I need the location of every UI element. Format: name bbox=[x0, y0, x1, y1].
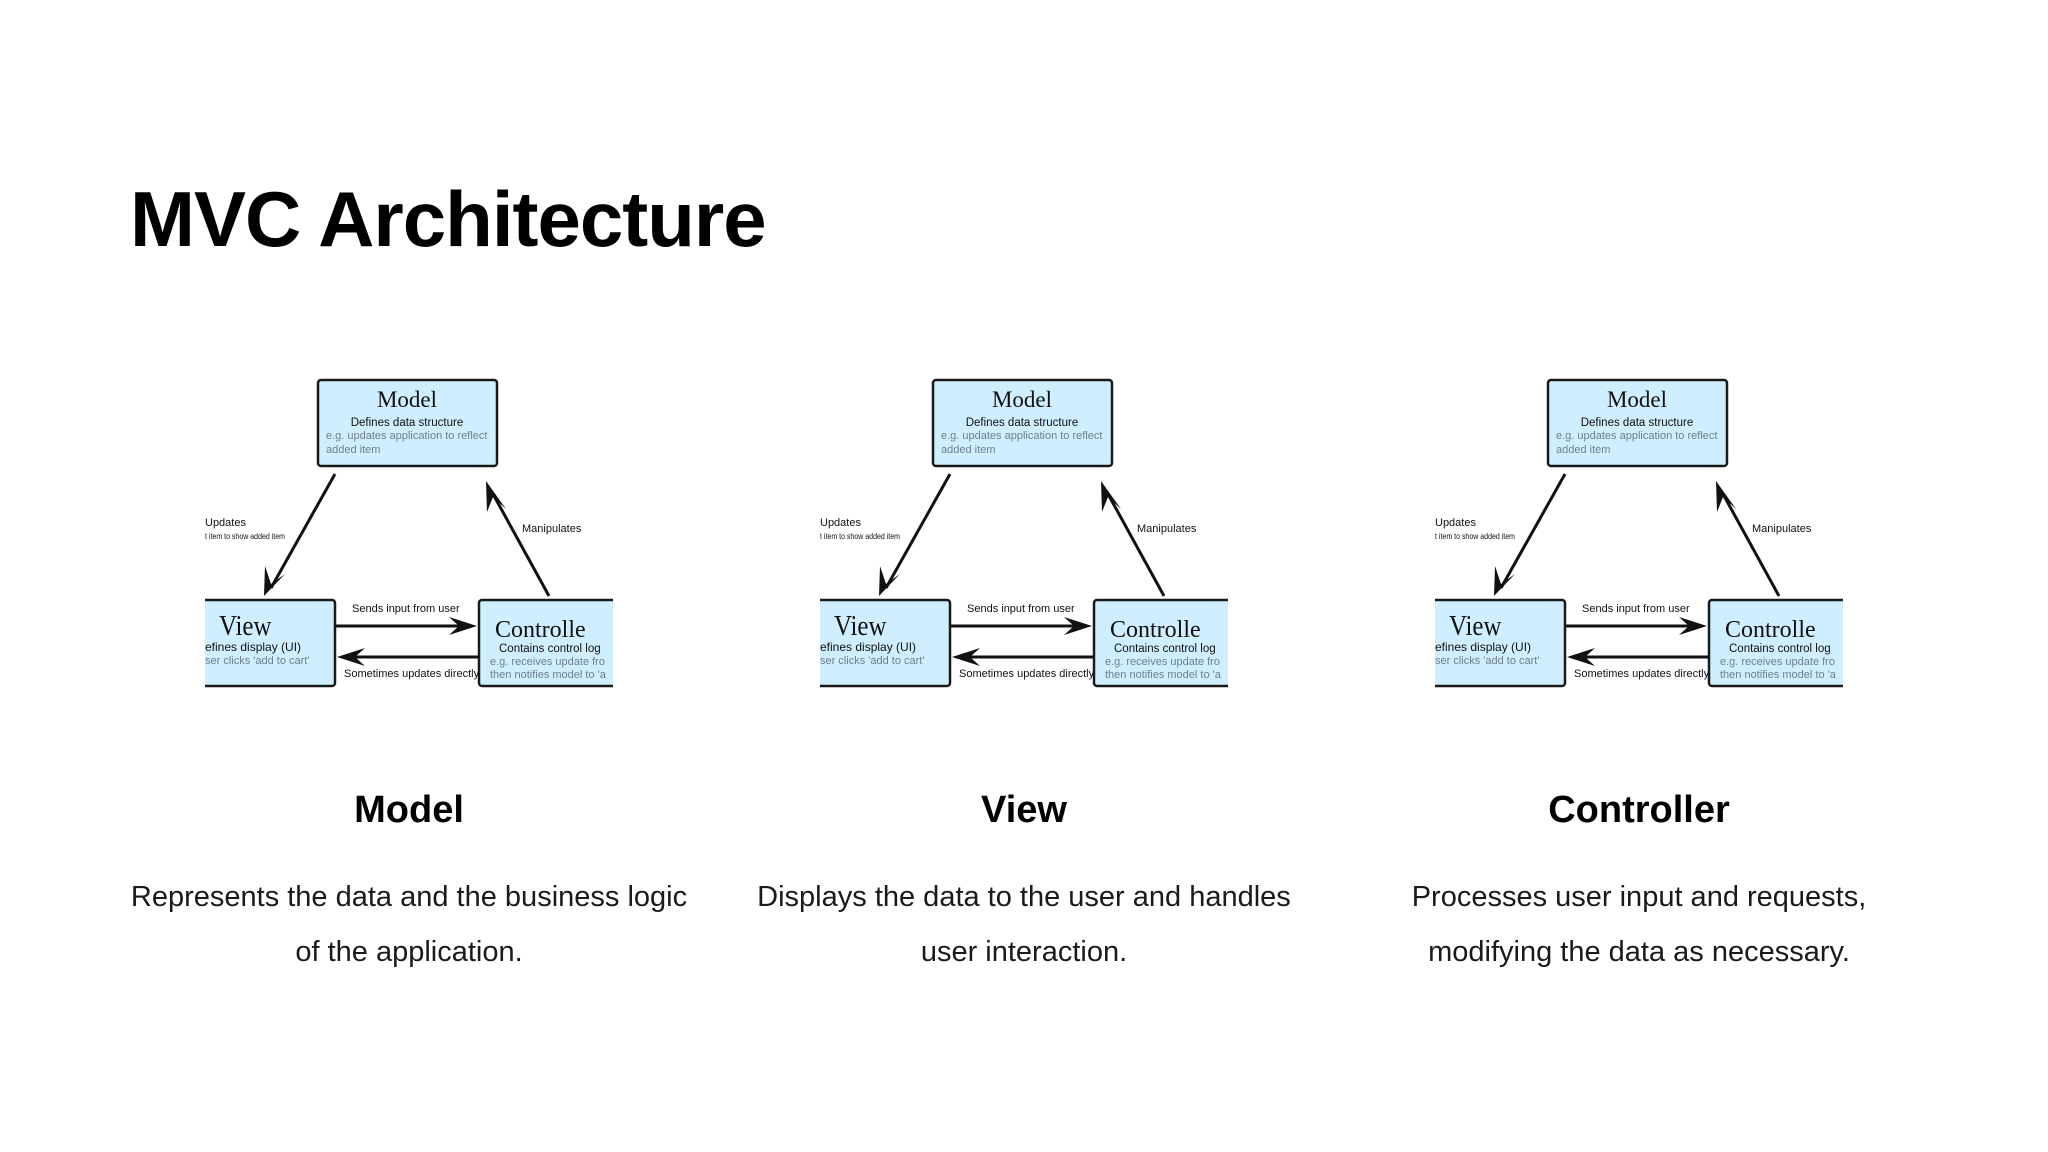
sends-input-arrow bbox=[335, 617, 477, 635]
updates-label: Updates bbox=[205, 517, 246, 529]
view-box: View efines display (UI) ser clicks 'add… bbox=[1435, 598, 1567, 688]
model-box-example-1: e.g. updates application to reflect bbox=[1556, 430, 1717, 442]
updates-arrow bbox=[264, 473, 337, 596]
controller-box: Controlle Contains control log e.g. rece… bbox=[477, 598, 613, 688]
diagram-image-model: Model Defines data structure e.g. update… bbox=[205, 370, 613, 690]
model-box: Model Defines data structure e.g. update… bbox=[316, 378, 499, 468]
model-box: Model Defines data structure e.g. update… bbox=[1546, 378, 1729, 468]
column-description-model: Represents the data and the business log… bbox=[130, 881, 688, 968]
controller-box-title: Controlle bbox=[1725, 617, 1816, 643]
model-box-title: Model bbox=[377, 387, 437, 412]
updates-sublabel: t item to show added item bbox=[820, 531, 900, 541]
controller-box: Controlle Contains control log e.g. rece… bbox=[1092, 598, 1228, 688]
sends-input-arrow bbox=[950, 617, 1092, 635]
model-box-example-1: e.g. updates application to reflect bbox=[326, 430, 487, 442]
view-box-subtitle: efines display (UI) bbox=[1435, 640, 1531, 654]
controller-box: Controlle Contains control log e.g. rece… bbox=[1707, 598, 1843, 688]
mvc-diagram: Model Defines data structure e.g. update… bbox=[820, 378, 1228, 688]
view-box-subtitle: efines display (UI) bbox=[205, 640, 301, 654]
sometimes-updates-label: Sometimes updates directly bbox=[959, 668, 1095, 680]
model-box-example-1: e.g. updates application to reflect bbox=[941, 430, 1102, 442]
model-box: Model Defines data structure e.g. update… bbox=[931, 378, 1114, 468]
view-box-title: View bbox=[834, 609, 887, 641]
view-box: View efines display (UI) ser clicks 'add… bbox=[820, 598, 952, 688]
model-box-example-2: added item bbox=[1556, 444, 1610, 456]
manipulates-label: Manipulates bbox=[1752, 523, 1812, 535]
controller-box-example-2: then notifies model to 'a bbox=[490, 669, 607, 681]
controller-box-subtitle: Contains control log bbox=[1114, 643, 1216, 655]
view-box: View efines display (UI) ser clicks 'add… bbox=[205, 598, 337, 688]
manipulates-label: Manipulates bbox=[1137, 523, 1197, 535]
manipulates-arrow bbox=[486, 481, 551, 597]
manipulates-arrow bbox=[1716, 481, 1781, 597]
model-box-example-2: added item bbox=[941, 444, 995, 456]
updates-arrow bbox=[1494, 473, 1567, 596]
column-heading-controller: Controller bbox=[1548, 789, 1730, 831]
sends-input-label: Sends input from user bbox=[967, 603, 1075, 615]
sometimes-updates-arrow bbox=[952, 648, 1094, 666]
view-box-example-1: ser clicks 'add to cart' bbox=[205, 655, 309, 667]
manipulates-label: Manipulates bbox=[522, 523, 582, 535]
updates-sublabel: t item to show added item bbox=[1435, 531, 1515, 541]
controller-box-example-1: e.g. receives update fro bbox=[1720, 656, 1835, 668]
view-box-example-1: ser clicks 'add to cart' bbox=[1435, 655, 1539, 667]
mvc-diagram: Model Defines data structure e.g. update… bbox=[1435, 378, 1843, 688]
column-heading-model: Model bbox=[354, 789, 464, 831]
column-heading-view: View bbox=[981, 789, 1067, 831]
updates-label: Updates bbox=[820, 517, 861, 529]
sometimes-updates-label: Sometimes updates directly bbox=[344, 668, 480, 680]
controller-box-example-1: e.g. receives update fro bbox=[1105, 656, 1220, 668]
controller-box-title: Controlle bbox=[495, 617, 586, 643]
sometimes-updates-arrow bbox=[337, 648, 479, 666]
controller-box-subtitle: Contains control log bbox=[499, 643, 601, 655]
controller-box-example-2: then notifies model to 'a bbox=[1105, 669, 1222, 681]
model-box-example-2: added item bbox=[326, 444, 380, 456]
manipulates-arrow bbox=[1101, 481, 1166, 597]
controller-box-title: Controlle bbox=[1110, 617, 1201, 643]
updates-arrow bbox=[879, 473, 952, 596]
view-box-title: View bbox=[219, 609, 272, 641]
column-description-controller: Processes user input and requests, modif… bbox=[1411, 881, 1867, 968]
updates-label: Updates bbox=[1435, 517, 1476, 529]
view-box-subtitle: efines display (UI) bbox=[820, 640, 916, 654]
diagram-image-controller: Model Defines data structure e.g. update… bbox=[1435, 370, 1843, 690]
model-box-subtitle: Defines data structure bbox=[351, 417, 464, 429]
mvc-diagram: Model Defines data structure e.g. update… bbox=[205, 378, 613, 688]
sometimes-updates-label: Sometimes updates directly bbox=[1574, 668, 1710, 680]
sends-input-label: Sends input from user bbox=[1582, 603, 1690, 615]
sends-input-label: Sends input from user bbox=[352, 603, 460, 615]
diagram-image-view: Model Defines data structure e.g. update… bbox=[820, 370, 1228, 690]
view-box-title: View bbox=[1449, 609, 1502, 641]
updates-sublabel: t item to show added item bbox=[205, 531, 285, 541]
controller-box-example-1: e.g. receives update fro bbox=[490, 656, 605, 668]
column-description-view: Displays the data to the user and handle… bbox=[757, 881, 1291, 968]
page-title: MVC Architecture bbox=[130, 175, 767, 263]
sends-input-arrow bbox=[1565, 617, 1707, 635]
model-box-title: Model bbox=[1607, 387, 1667, 412]
view-box-example-1: ser clicks 'add to cart' bbox=[820, 655, 924, 667]
sometimes-updates-arrow bbox=[1567, 648, 1709, 666]
model-box-subtitle: Defines data structure bbox=[966, 417, 1079, 429]
controller-box-example-2: then notifies model to 'a bbox=[1720, 669, 1837, 681]
model-box-title: Model bbox=[992, 387, 1052, 412]
controller-box-subtitle: Contains control log bbox=[1729, 643, 1831, 655]
model-box-subtitle: Defines data structure bbox=[1581, 417, 1694, 429]
